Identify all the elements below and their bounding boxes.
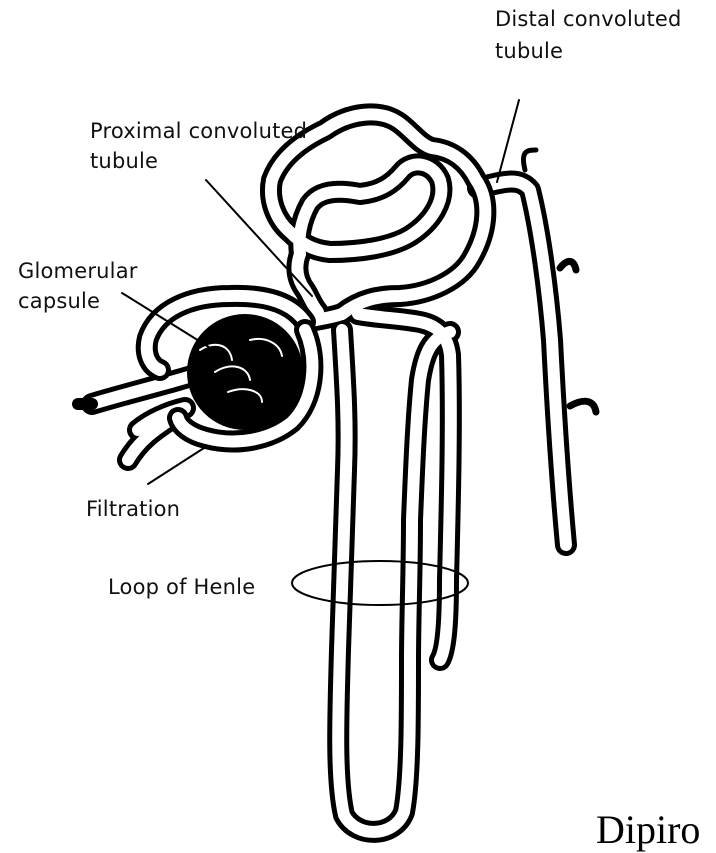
label-glomerular-line1: Glomerular — [18, 258, 138, 285]
label-distal-line1: Distal convoluted — [495, 6, 682, 33]
label-loop-of-henle: Loop of Henle — [108, 574, 255, 601]
glomerulus — [187, 314, 303, 430]
tubule — [78, 114, 485, 831]
label-proximal-line1: Proximal convoluted — [90, 118, 307, 145]
filtration-leader-line — [148, 448, 204, 484]
distal-leader-line — [497, 100, 519, 182]
label-distal-line2: tubule — [495, 38, 563, 65]
credit-text: Dipiro — [596, 808, 700, 852]
label-glomerular-line2: capsule — [18, 288, 100, 315]
label-filtration: Filtration — [86, 496, 180, 523]
label-proximal-line2: tubule — [90, 148, 158, 175]
